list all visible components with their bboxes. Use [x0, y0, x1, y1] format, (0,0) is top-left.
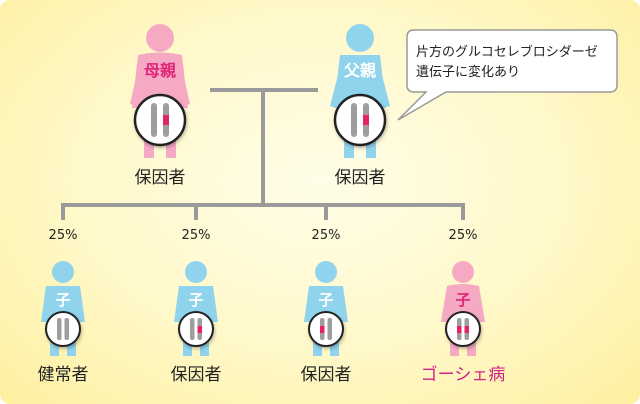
- note-line-1: 片方のグルコセレブロシダーゼ: [416, 44, 598, 60]
- child-2-status: 保因者: [171, 365, 222, 385]
- child-3: 25% 子 保因者: [301, 228, 352, 385]
- father-figure: 父親 保因者: [330, 24, 390, 188]
- child-1-status: 健常者: [38, 365, 89, 385]
- mother-figure: 母親 保因者: [130, 24, 190, 188]
- mother-label: 母親: [144, 61, 176, 80]
- child-2: 25% 子 保因者: [171, 228, 222, 385]
- child-4-status: ゴーシェ病: [421, 364, 506, 385]
- mother-gene-badge: [133, 93, 187, 147]
- child-2-label: 子: [188, 291, 203, 309]
- note-callout: 片方のグルコセレブロシダーゼ 遺伝子に変化あり: [397, 29, 618, 121]
- child-4-label: 子: [455, 291, 470, 309]
- child-3-percent: 25%: [312, 228, 341, 243]
- father-status: 保因者: [335, 168, 386, 188]
- child-4-percent: 25%: [449, 228, 478, 243]
- child-1-label: 子: [55, 291, 70, 309]
- child-1-percent: 25%: [49, 228, 78, 243]
- child-3-status: 保因者: [301, 365, 352, 385]
- child-3-label: 子: [318, 291, 333, 309]
- connector-lines: [61, 88, 465, 220]
- child-1: 25% 子 健常者: [38, 228, 89, 385]
- father-gene-badge: [333, 93, 387, 147]
- father-label: 父親: [343, 61, 376, 80]
- mother-status: 保因者: [135, 168, 186, 188]
- child-2-percent: 25%: [182, 228, 211, 243]
- child-4: 25% 子 ゴーシェ病: [421, 228, 506, 385]
- note-line-2: 遺伝子に変化あり: [416, 64, 520, 80]
